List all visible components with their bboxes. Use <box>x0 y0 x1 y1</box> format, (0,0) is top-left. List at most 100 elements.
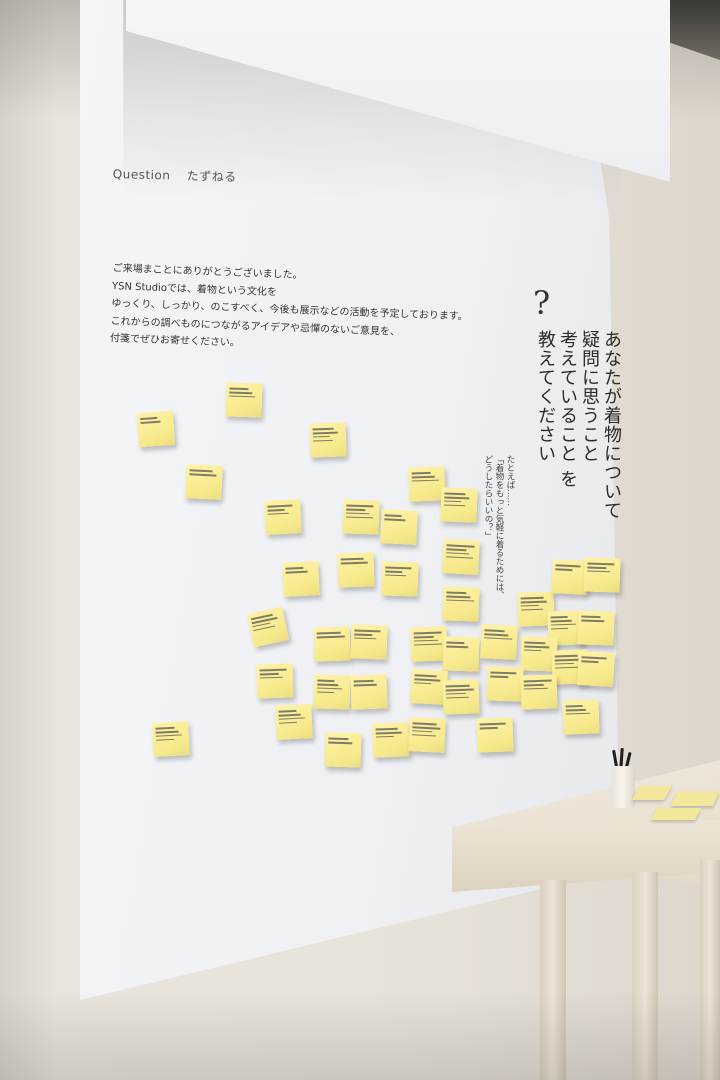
sticky-note <box>185 464 223 500</box>
handwriting-scribble <box>550 623 576 626</box>
handwriting-scribble <box>446 544 475 548</box>
handwriting-scribble <box>317 683 339 686</box>
handwriting-scribble <box>484 629 505 633</box>
sticky-note <box>337 552 375 588</box>
handwriting-scribble <box>155 730 179 734</box>
sticky-note <box>324 732 362 768</box>
handwriting-scribble <box>155 734 183 738</box>
handwriting-scribble <box>523 687 548 690</box>
handwriting-scribble <box>411 733 437 737</box>
handwriting-scribble <box>581 660 599 663</box>
main-question-line: あなたが着物について <box>601 330 622 520</box>
handwriting-scribble <box>312 439 334 442</box>
handwriting-scribble <box>312 431 338 435</box>
handwriting-scribble <box>413 635 434 639</box>
handwriting-scribble <box>587 562 615 566</box>
handwriting-scribble <box>155 727 175 730</box>
table-leg <box>632 872 658 1080</box>
handwriting-scribble <box>259 676 283 679</box>
handwriting-scribble <box>520 608 544 611</box>
handwriting-scribble <box>385 570 403 573</box>
handwriting-scribble <box>412 730 433 733</box>
sticky-note <box>577 651 615 687</box>
sticky-note <box>380 509 418 545</box>
handwriting-scribble <box>354 629 381 633</box>
handwriting-scribble <box>345 516 373 519</box>
handwriting-scribble <box>267 512 289 516</box>
sticky-note <box>350 674 388 710</box>
handwriting-scribble <box>523 679 552 683</box>
sticky-note <box>583 557 621 593</box>
handwriting-scribble <box>524 641 546 644</box>
handwriting-scribble <box>520 604 540 607</box>
handwriting-scribble <box>346 504 374 508</box>
intro-text: ご来場まことにありがとうございました。 YSN Studioでは、着物という文化… <box>110 260 468 359</box>
sticky-note <box>256 663 294 699</box>
handwriting-scribble <box>446 645 469 648</box>
handwriting-scribble <box>385 566 411 570</box>
example-line: たとえば…… <box>505 455 515 506</box>
handwriting-scribble <box>316 632 341 635</box>
handwriting-scribble <box>446 552 470 555</box>
handwriting-scribble <box>413 639 438 642</box>
handwriting-scribble <box>490 675 508 678</box>
sticky-note <box>476 717 514 753</box>
sticky-note <box>408 466 446 502</box>
handwriting-scribble <box>317 687 343 690</box>
handwriting-scribble <box>581 656 607 660</box>
sticky-pad[interactable] <box>650 808 702 820</box>
handwriting-scribble <box>554 655 578 658</box>
handwriting-scribble <box>520 600 548 604</box>
handwriting-scribble <box>285 567 304 570</box>
example-line: 「着物をもっと気軽に着るためには、 <box>494 455 504 600</box>
sticky-note <box>275 704 313 740</box>
handwriting-scribble <box>414 682 432 685</box>
handwriting-scribble <box>353 680 374 683</box>
sticky-note <box>313 626 351 662</box>
handwriting-scribble <box>587 566 606 569</box>
handwriting-scribble <box>229 395 256 398</box>
handwriting-scribble <box>479 727 499 730</box>
handwriting-scribble <box>446 548 466 551</box>
handwriting-scribble <box>414 674 437 678</box>
sticky-note <box>562 699 600 735</box>
handwriting-scribble <box>413 643 442 646</box>
main-question-line: 疑問に思うこと <box>579 330 600 463</box>
sticky-note <box>342 499 380 535</box>
question-label-jp: たずねる <box>186 168 237 185</box>
sticky-note <box>152 721 190 757</box>
sticky-note <box>381 561 419 597</box>
sticky-note <box>486 666 524 702</box>
question-label-en: Question <box>112 166 171 183</box>
handwriting-scribble <box>565 708 587 712</box>
question-label: Question たずねる <box>113 165 237 185</box>
handwriting-scribble <box>259 673 279 676</box>
handwriting-scribble <box>550 627 568 630</box>
table-leg <box>540 880 566 1080</box>
sticky-pad[interactable] <box>670 792 720 806</box>
handwriting-scribble <box>140 420 161 424</box>
table-leg <box>700 860 720 1080</box>
handwriting-scribble <box>316 691 335 694</box>
handwriting-scribble <box>312 435 330 438</box>
handwriting-scribble <box>279 721 297 724</box>
handwriting-scribble <box>156 738 175 741</box>
handwriting-scribble <box>278 717 305 721</box>
handwriting-scribble <box>412 726 441 730</box>
handwriting-scribble <box>587 570 610 573</box>
example-text: たとえば…… 「着物をもっと気軽に着るためには、 どうしたらいいの？」 <box>482 455 515 615</box>
sticky-note <box>442 539 480 575</box>
main-question-line: 教えてください <box>535 330 556 463</box>
sticky-note <box>225 382 263 418</box>
sticky-note <box>282 561 320 597</box>
handwriting-scribble <box>550 619 572 623</box>
handwriting-scribble <box>375 728 398 731</box>
handwriting-scribble <box>524 645 550 648</box>
handwriting-scribble <box>328 741 353 744</box>
handwriting-scribble <box>484 633 509 637</box>
sticky-note <box>440 487 478 523</box>
handwriting-scribble <box>554 662 574 665</box>
handwriting-scribble <box>340 558 365 561</box>
handwriting-scribble <box>479 723 507 726</box>
question-mark: ? <box>533 284 551 322</box>
